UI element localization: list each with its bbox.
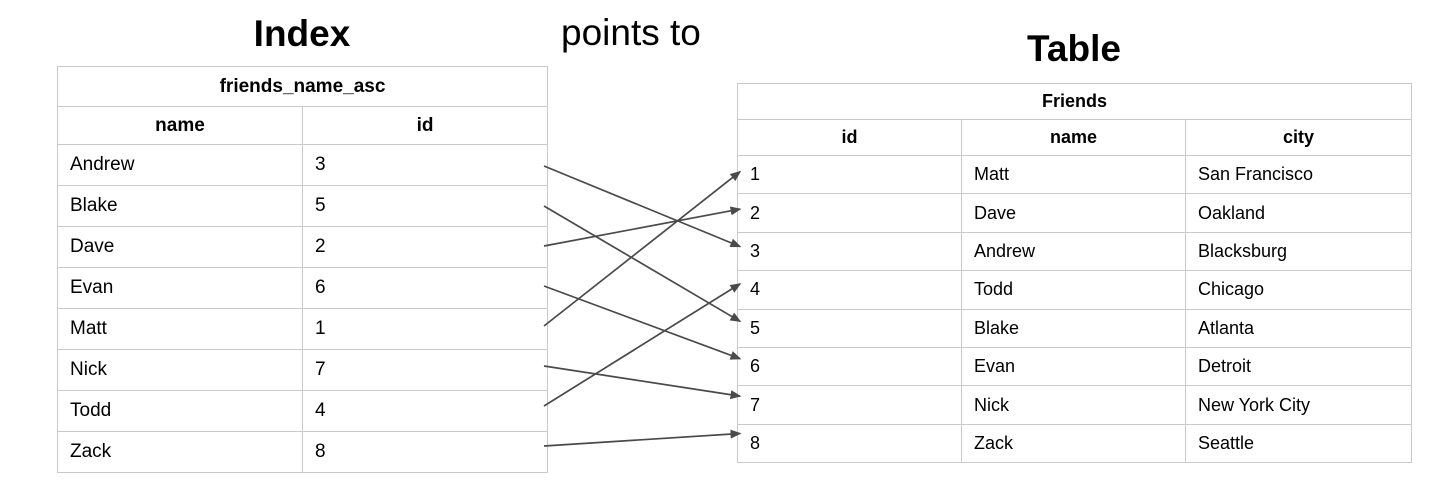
index-cell-name: Blake	[57, 185, 303, 227]
friends-row: 7 Nick New York City	[737, 385, 1412, 425]
friends-cell-city: Atlanta	[1185, 308, 1412, 348]
friends-row: 2 Dave Oakland	[737, 193, 1412, 233]
friends-row: 5 Blake Atlanta	[737, 308, 1412, 348]
friends-row: 6 Evan Detroit	[737, 346, 1412, 387]
index-cell-id: 7	[301, 349, 549, 391]
index-col-name: name	[57, 106, 303, 145]
friends-cell-id: 7	[737, 385, 962, 425]
index-cell-name: Matt	[57, 308, 303, 350]
friends-cell-id: 8	[737, 423, 962, 464]
friends-table-header-row: id name city	[737, 119, 1412, 156]
friends-table-caption-row: Friends	[737, 83, 1412, 120]
friends-cell-id: 2	[737, 193, 962, 233]
friends-col-id: id	[737, 119, 962, 156]
friends-row: 1 Matt San Francisco	[737, 154, 1412, 195]
friends-cell-name: Nick	[961, 385, 1186, 425]
index-cell-name: Zack	[57, 431, 303, 473]
friends-col-city: city	[1185, 119, 1412, 156]
friends-cell-city: Chicago	[1185, 270, 1412, 310]
index-cell-id: 8	[301, 431, 549, 473]
index-cell-id: 1	[301, 308, 549, 350]
friends-cell-name: Zack	[961, 423, 1186, 464]
index-row: Todd 4	[57, 390, 549, 432]
index-cell-id: 6	[301, 267, 549, 309]
pointer-arrow	[543, 206, 742, 247]
index-cell-id: 5	[301, 185, 549, 227]
index-cell-id: 3	[301, 144, 549, 186]
index-table-name: friends_name_asc	[56, 66, 549, 107]
index-row: Zack 8	[57, 431, 549, 473]
friends-cell-city: San Francisco	[1185, 154, 1412, 195]
index-table-caption-row: friends_name_asc	[56, 66, 549, 107]
friends-cell-name: Andrew	[961, 231, 1186, 272]
index-cell-name: Evan	[57, 267, 303, 309]
index-cell-id: 2	[301, 226, 549, 268]
index-row: Dave 2	[57, 226, 549, 268]
friends-row: 4 Todd Chicago	[737, 270, 1412, 310]
index-col-id: id	[301, 106, 549, 145]
index-cell-id: 4	[301, 390, 549, 432]
pointer-arrow	[543, 165, 742, 248]
friends-cell-name: Todd	[961, 270, 1186, 310]
index-row: Evan 6	[57, 267, 549, 309]
index-cell-name: Todd	[57, 390, 303, 432]
friends-cell-city: Blacksburg	[1185, 231, 1412, 272]
friends-cell-city: New York City	[1185, 385, 1412, 425]
friends-cell-name: Matt	[961, 154, 1186, 195]
index-table-header-row: name id	[57, 106, 549, 145]
table-title: Table	[1027, 28, 1121, 69]
friends-table-name: Friends	[737, 83, 1412, 120]
index-row: Nick 7	[57, 349, 549, 391]
pointer-arrow	[543, 429, 742, 447]
friends-cell-name: Blake	[961, 308, 1186, 348]
index-row: Andrew 3	[57, 144, 549, 186]
friends-cell-name: Evan	[961, 346, 1186, 387]
index-cell-name: Dave	[57, 226, 303, 268]
friends-table: Friends id name city 1 Matt San Francisc…	[737, 83, 1412, 464]
pointer-arrow	[543, 365, 742, 400]
friends-cell-name: Dave	[961, 193, 1186, 233]
pointer-arrow	[543, 205, 742, 323]
pointer-arrow	[543, 170, 742, 327]
friends-cell-city: Seattle	[1185, 423, 1412, 464]
pointer-arrow	[543, 283, 742, 407]
friends-cell-city: Detroit	[1185, 346, 1412, 387]
index-cell-name: Nick	[57, 349, 303, 391]
index-row: Blake 5	[57, 185, 549, 227]
friends-cell-id: 6	[737, 346, 962, 387]
friends-col-name: name	[961, 119, 1186, 156]
friends-row: 8 Zack Seattle	[737, 423, 1412, 464]
friends-cell-city: Oakland	[1185, 193, 1412, 233]
points-to-label: points to	[561, 12, 701, 53]
index-title: Index	[253, 13, 351, 54]
friends-cell-id: 1	[737, 154, 962, 195]
index-cell-name: Andrew	[57, 144, 303, 186]
index-row: Matt 1	[57, 308, 549, 350]
friends-cell-id: 4	[737, 270, 962, 310]
friends-cell-id: 3	[737, 231, 962, 272]
friends-cell-id: 5	[737, 308, 962, 348]
index-table: friends_name_asc name id Andrew 3 Blake …	[56, 66, 549, 473]
pointer-arrow	[543, 285, 742, 360]
friends-row: 3 Andrew Blacksburg	[737, 231, 1412, 272]
